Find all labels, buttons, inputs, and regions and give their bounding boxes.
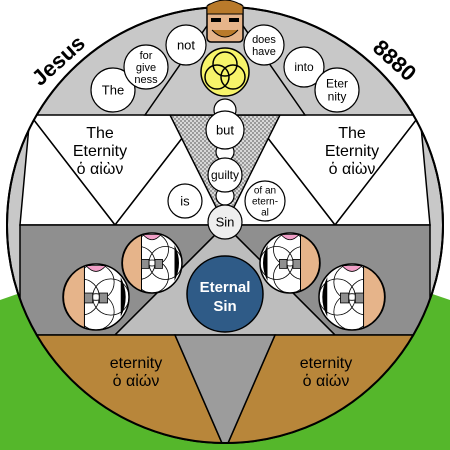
word-of-an-eternal-text: of an (254, 186, 276, 197)
panel-left-title: The (86, 125, 114, 142)
word-forgiveness-text: ness (134, 74, 158, 86)
panel-left-greek: ὁ αἰὼν (77, 160, 124, 178)
center-line1: Eternal (200, 279, 251, 296)
word-does-have-text: have (252, 46, 276, 58)
trinity-knot-icon (200, 47, 250, 97)
word-is-text: is (180, 194, 190, 209)
word-guilty-circle: guilty (207, 157, 243, 193)
word-into-circle: into (283, 46, 325, 88)
bottom-left-word: eternity (110, 355, 162, 372)
word-of-an-eternal-text: etern- (252, 197, 278, 208)
face-circle-icon (62, 263, 130, 331)
word-not-text: not (177, 38, 195, 53)
word-forgiveness-text: give (136, 62, 156, 74)
word-eternity-circle: Eternity (314, 67, 360, 113)
word-the-text: The (102, 83, 124, 98)
center-line2: Sin (213, 298, 236, 315)
word-guilty-text: guilty (211, 168, 239, 182)
bottom-right-word: eternity (300, 355, 352, 372)
panel-right-title: The (338, 125, 366, 142)
panel-left: The Eternity ὁ αἰὼν (73, 125, 127, 178)
bottom-center-gray (173, 334, 277, 443)
word-the-circle: The (90, 67, 136, 113)
word-forgiveness-text: for (140, 50, 153, 62)
word-sin-circle: Sin (207, 204, 243, 240)
panel-right-subtitle: Eternity (325, 143, 379, 160)
word-does-have-text: does (252, 34, 276, 46)
word-of-an-eternal-text: al (261, 208, 269, 219)
panel-left-subtitle: Eternity (73, 143, 127, 160)
word-sin-text: Sin (216, 215, 235, 230)
face-circle-icon (121, 232, 183, 294)
eternal-sin-circle: Eternal Sin (186, 255, 264, 333)
face-circle-icon (259, 232, 321, 294)
word-but-circle: but (205, 110, 245, 150)
word-but-text: but (216, 123, 234, 138)
word-not-circle: not (165, 24, 207, 66)
panel-right-greek: ὁ αἰὼν (329, 160, 376, 178)
jesus-face-icon (206, 0, 244, 43)
word-eternity-text: Eter (326, 77, 348, 91)
panel-right: The Eternity ὁ αἰὼν (325, 125, 379, 178)
word-into-text: into (294, 60, 314, 74)
word-eternity-text: nity (328, 90, 347, 104)
word-is-circle: is (167, 183, 203, 219)
bottom-left-greek: ὁ αἰών (113, 372, 160, 390)
bottom-right-greek: ὁ αἰών (303, 372, 350, 390)
face-circle-icon (318, 263, 386, 331)
